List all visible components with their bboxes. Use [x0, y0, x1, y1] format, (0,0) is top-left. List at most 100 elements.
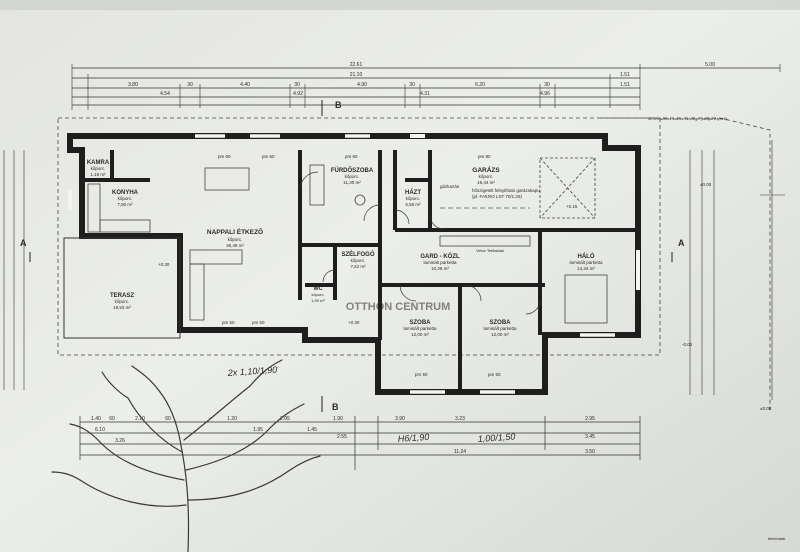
- section-a-left: A: [20, 238, 27, 248]
- room-halo: HÁLÓ laminált parketta 14,44 m²: [569, 252, 603, 271]
- room-szelfogo: SZÉLFOGÓ kőporc. 7,22 m²: [342, 250, 375, 269]
- room-name: NAPPALI ÉTKEZŐ: [207, 227, 263, 236]
- room-name: FÜRDŐSZOBA: [331, 167, 374, 174]
- dim-bottom-seg: 6.10: [95, 427, 105, 433]
- room-garazs: GARÁZS kőporc. 19,44 m²: [472, 165, 500, 185]
- dim-top-seg: 4.54: [160, 91, 170, 97]
- dim-bottom-seg: 1.40: [91, 416, 101, 422]
- room-floor: kőporc.: [118, 196, 133, 201]
- room-konyha: KONYHA kőporc. 7,90 m²: [112, 190, 139, 207]
- dim-top-seg: 1.51: [620, 82, 630, 88]
- dim-bottom-seg: 2.10: [135, 416, 145, 422]
- kitchen-counter: [87, 183, 101, 233]
- room-area: 11,30 m²: [343, 180, 361, 185]
- tree-symbol: [51, 359, 321, 552]
- dim-bottom-seg: 60: [165, 416, 171, 422]
- storage-shelves: [439, 235, 531, 247]
- room-furdoszoba: FÜRDŐSZOBA kőporc. 11,30 m²: [331, 167, 374, 185]
- site-outline: [57, 117, 771, 410]
- dim-top-seg: 4.90: [357, 82, 367, 88]
- bottom-dimension-lines: [79, 416, 641, 470]
- dim-top-seg: 4.92: [293, 91, 303, 97]
- room-area: 14,44 m²: [577, 266, 595, 271]
- kitchen-counter-2: [99, 219, 151, 233]
- dim-top-yard: 5.00: [705, 62, 715, 68]
- dim-bottom-seg: 1.45: [307, 427, 317, 433]
- plan-annotations: hőszigetelt felnyitható garázskapu (pl. …: [158, 116, 786, 541]
- room-name: WC: [313, 286, 322, 292]
- dim-bottom-seg: 2.55: [337, 434, 347, 440]
- right-dimension-lines: [689, 140, 785, 400]
- dim-top-seg: 3.80: [128, 82, 138, 88]
- gas-boiler-label: gázkazán: [440, 184, 460, 189]
- section-markers: A A B B: [20, 100, 685, 412]
- room-floor: kőporc.: [311, 292, 324, 297]
- left-dimension-lines: [3, 150, 25, 390]
- room-area: 36,48 m²: [226, 243, 244, 248]
- level-label: +0.30: [158, 262, 170, 267]
- room-area: 12,00 m²: [491, 332, 509, 337]
- furniture: [87, 157, 608, 324]
- dim-bottom-seg: 2.05: [280, 416, 290, 422]
- room-floor: kőporc.: [345, 174, 360, 179]
- handwritten-note: H6/1,90: [397, 432, 429, 444]
- room-floor: laminált parketta: [423, 260, 457, 265]
- dim-bottom-seg: 3.45: [585, 434, 595, 440]
- room-floor: laminált parketta: [403, 326, 437, 331]
- room-area: 19,53 m²: [113, 305, 131, 310]
- dim-top-seg: 6.20: [475, 82, 485, 88]
- section-b-top: B: [335, 100, 342, 110]
- dim-bottom-seg: 3.50: [585, 449, 595, 455]
- dim-bottom-seg: 1.90: [333, 416, 343, 422]
- room-name: GARD - KÖZL: [420, 253, 460, 260]
- sofa: [189, 249, 243, 265]
- dim-top-seg: 30: [409, 82, 415, 88]
- bed: [564, 274, 608, 324]
- dim-top-seg: 30: [294, 82, 300, 88]
- room-name: KONYHA: [112, 190, 139, 196]
- section-b-bottom: B: [332, 402, 339, 412]
- room-name: KAMRA: [87, 160, 110, 166]
- dim-bottom-seg: 3.23: [455, 416, 465, 422]
- dim-bottom-seg: 60: [109, 416, 115, 422]
- room-floor: kőporc.: [115, 299, 130, 304]
- room-area: 10,28 m²: [431, 266, 449, 271]
- sill-label: pm 60: [345, 154, 358, 159]
- room-wc: WC kőporc. 1,90 m²: [311, 286, 325, 303]
- level-label: -0.02: [682, 342, 693, 347]
- terrace-outline: [63, 237, 181, 339]
- top-dimension-labels: 22.61 21.10 5.00 1.51 3.80 30 4.40 30 4.…: [128, 62, 715, 97]
- sofa-2: [189, 263, 205, 321]
- room-area: 1,90 m²: [311, 298, 325, 303]
- room-szoba-2: SZOBA laminált parketta 12,00 m²: [483, 320, 517, 337]
- dining-table: [204, 167, 250, 191]
- level-label: +0.30: [348, 320, 360, 325]
- level-label: ±0.00: [760, 406, 772, 411]
- top-dimension-lines: [71, 64, 781, 110]
- dim-bottom-seg: 1.20: [227, 416, 237, 422]
- garage-door-note: hőszigetelt felnyitható garázskapu: [472, 188, 540, 193]
- garage-door-note-2: (pl. FAKRO LST 70/1.25): [472, 194, 522, 199]
- dim-top-seg: 4.96: [540, 91, 550, 97]
- dim-top-fence: 1.51: [620, 72, 630, 78]
- room-szoba-1: SZOBA laminált parketta 12,00 m²: [403, 320, 437, 337]
- room-name: GARÁZS: [472, 165, 500, 174]
- dim-top-overall: 22.61: [350, 62, 363, 68]
- section-a-right: A: [678, 238, 685, 248]
- sill-label: pm 50: [488, 372, 501, 377]
- toilet: [354, 194, 366, 206]
- room-gard-kozl: GARD - KÖZL laminált parketta 10,28 m²: [420, 253, 460, 271]
- dim-top-seg: 4.31: [420, 91, 430, 97]
- sill-label: pm 50: [252, 320, 265, 325]
- dim-top-seg: 30: [187, 82, 193, 88]
- window-frames: [195, 133, 615, 395]
- room-labels: KAMRA kőporc. 1,19 m² KONYHA kőporc. 7,9…: [87, 160, 603, 337]
- room-floor: kőporc.: [351, 258, 366, 263]
- interior-walls: [84, 150, 638, 392]
- dim-bottom-seg: 2.95: [585, 416, 595, 422]
- velux-label: Velux Tetőablak: [476, 248, 504, 253]
- doors: [299, 171, 541, 315]
- room-terasz: TERASZ kőporc. 19,53 m²: [110, 293, 134, 310]
